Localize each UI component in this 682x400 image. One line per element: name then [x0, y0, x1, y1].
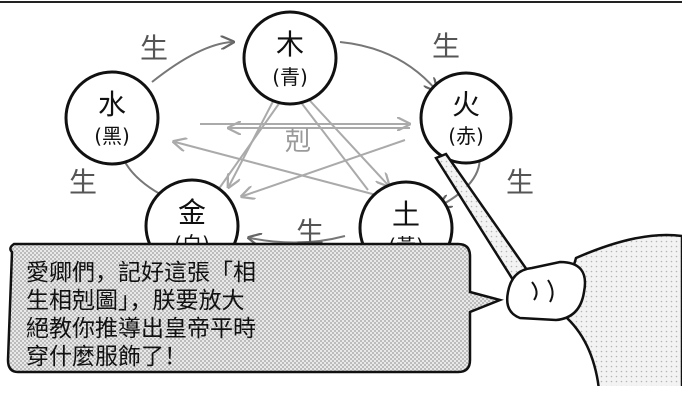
- label-generate-1: 生: [140, 32, 168, 65]
- generating-labels: 生 生 生 生 生: [69, 30, 534, 249]
- speech-bubble: 愛卿們，記好這張「相 生相剋圖」，朕要放大 絕教你推導出皇帝平時 穿什麼服飾了！: [6, 242, 504, 374]
- emperor-hand: [506, 233, 682, 400]
- node-water: 水 (黑): [64, 70, 160, 166]
- bottom-strip: [0, 386, 682, 400]
- overcoming-arrows: [175, 88, 410, 196]
- label-generate-3: 生: [506, 166, 534, 199]
- node-wood-name: 木: [276, 28, 304, 61]
- hand-fingers: [531, 279, 554, 303]
- speech-line-4: 穿什麼服飾了！: [26, 344, 187, 370]
- speech-line-1: 愛卿們，記好這張「相: [26, 260, 256, 286]
- speech-line-2: 生相剋圖」，朕要放大: [26, 288, 245, 314]
- arrow-wood-to-earth: [299, 89, 388, 185]
- label-generate-2: 生: [432, 30, 460, 63]
- sleeve: [558, 233, 682, 400]
- speech-line-3: 絕教你推導出皇帝平時: [26, 316, 256, 342]
- node-wood: 木 (青): [242, 10, 338, 106]
- arrow-earth-to-water: [290, 88, 369, 191]
- arrow-earth-to-metal: [250, 236, 346, 243]
- hand: [506, 260, 587, 322]
- node-fire-name: 火: [452, 88, 480, 121]
- node-metal-name: 金: [178, 196, 206, 229]
- arrow-metal-to-wood: [217, 88, 290, 191]
- node-fire: 火 (赤): [419, 71, 513, 165]
- label-overcome: 剋: [285, 127, 311, 157]
- node-earth-name: 土: [392, 198, 420, 231]
- arrow-fire-to-metal-diagonal: [243, 139, 406, 196]
- node-wood-color: (青): [272, 65, 308, 89]
- node-water-name: 水: [98, 88, 126, 121]
- node-water-color: (黑): [94, 124, 130, 148]
- arrow-earth-to-water-diagonal: [175, 142, 381, 197]
- node-fire-color: (赤): [448, 124, 484, 148]
- label-generate-5: 生: [69, 166, 97, 199]
- arrow-water-to-wood: [151, 42, 232, 83]
- arrow-wood-to-fire: [339, 41, 436, 90]
